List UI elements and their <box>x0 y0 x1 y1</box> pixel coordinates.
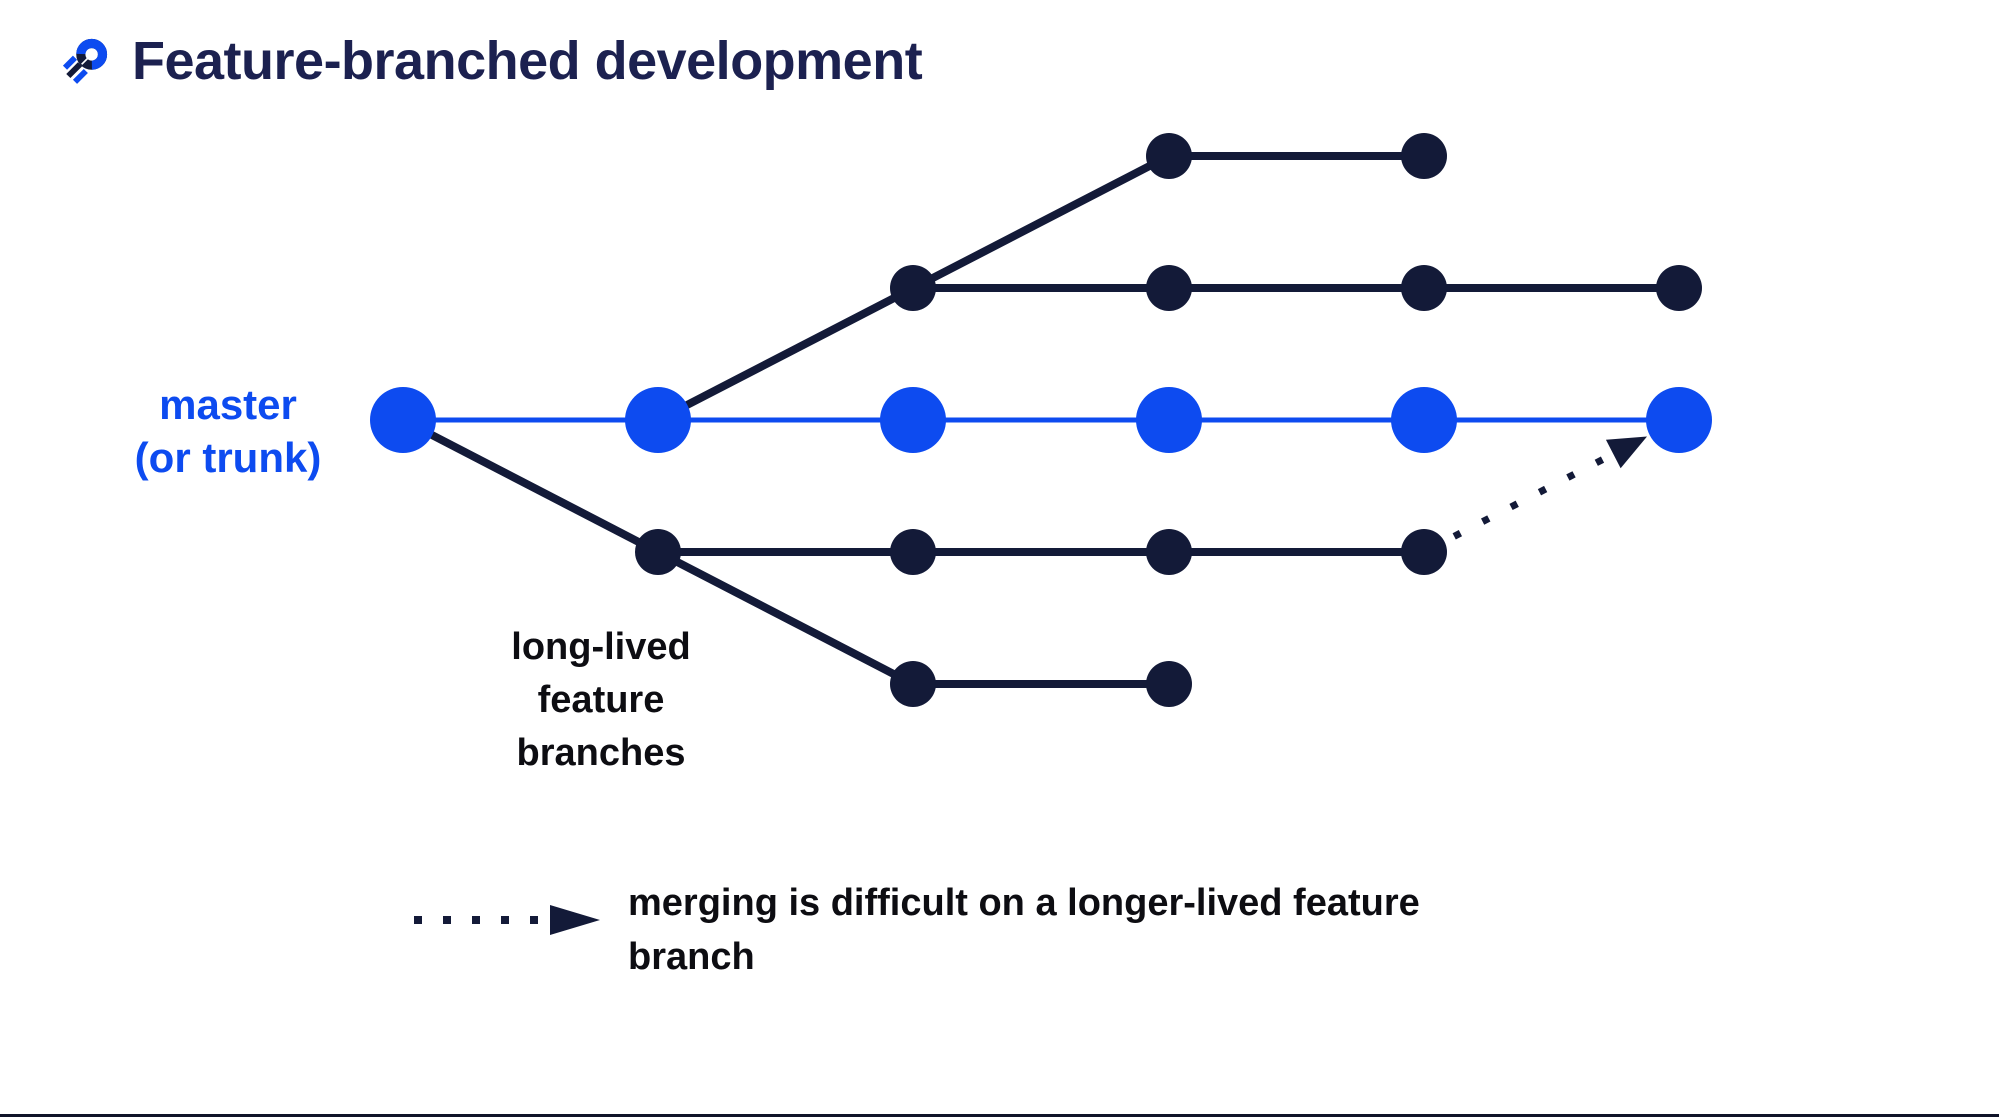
legend-text-line1: merging is difficult on a longer-lived f… <box>628 882 1420 924</box>
commit-node-upper-2 <box>890 265 936 311</box>
long-lived-label-line3: branches <box>516 732 686 774</box>
commit-node-lower-4 <box>1401 529 1447 575</box>
commit-node-upper-3 <box>1146 265 1192 311</box>
commit-node-bottom-2 <box>890 661 936 707</box>
commit-node-master-4 <box>1391 387 1457 453</box>
merge-arrow-dotted-line <box>1452 450 1615 540</box>
bottom-divider <box>0 1114 1999 1117</box>
commit-node-lower-1 <box>635 529 681 575</box>
slide-header: Feature-branched development <box>60 30 923 92</box>
commit-node-master-1 <box>625 387 691 453</box>
page-title: Feature-branched development <box>132 31 923 91</box>
commit-node-master-2 <box>880 387 946 453</box>
long-lived-label-line2: feature <box>537 679 665 721</box>
commit-node-lower-2 <box>890 529 936 575</box>
commit-node-top-3 <box>1146 133 1192 179</box>
commit-node-master-0 <box>370 387 436 453</box>
commit-node-lower-3 <box>1146 529 1192 575</box>
merge-arrowhead <box>1605 436 1648 469</box>
master-branch-label-line1: master <box>159 381 297 428</box>
legend-text-line2: branch <box>628 936 755 978</box>
merge-legend: merging is difficult on a longer-lived f… <box>408 876 1420 984</box>
commit-node-upper-4 <box>1401 265 1447 311</box>
commit-node-master-3 <box>1136 387 1202 453</box>
commit-node-upper-5 <box>1656 265 1702 311</box>
commit-node-bottom-3 <box>1146 661 1192 707</box>
dotted-arrow-icon <box>414 905 600 935</box>
master-branch-label: master (or trunk) <box>97 378 359 484</box>
commit-node-master-5 <box>1646 387 1712 453</box>
long-lived-branches-label: long-lived feature branches <box>451 621 751 780</box>
comet-icon <box>62 38 108 84</box>
legend-text: merging is difficult on a longer-lived f… <box>628 876 1420 984</box>
master-branch-label-line2: (or trunk) <box>134 434 322 481</box>
commit-node-top-4 <box>1401 133 1447 179</box>
long-lived-label-line1: long-lived <box>511 626 691 668</box>
